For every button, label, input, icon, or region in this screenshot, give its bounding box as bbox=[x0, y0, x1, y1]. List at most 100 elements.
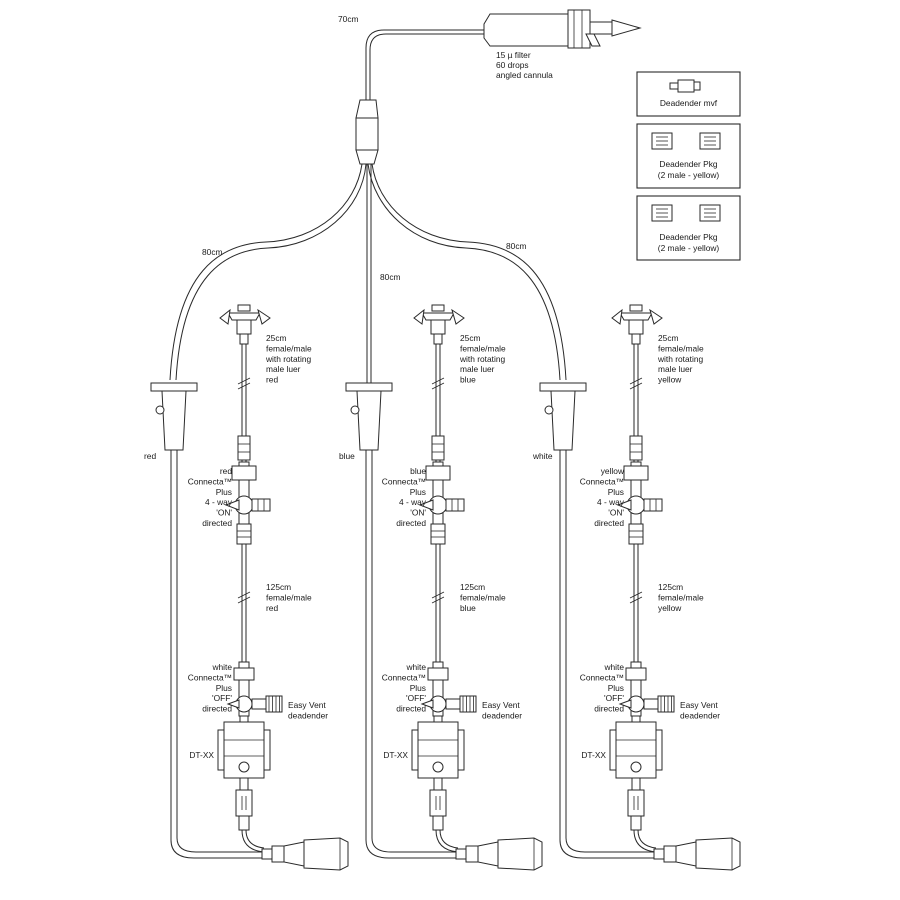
lower-coupling bbox=[235, 789, 253, 817]
lower-tube-label-3: yellow bbox=[658, 603, 682, 613]
valve-label-2: Connecta™ bbox=[188, 672, 232, 682]
stopcock-label-1: red bbox=[220, 466, 232, 476]
flush-tube bbox=[170, 450, 284, 859]
lower-coupling bbox=[429, 789, 447, 817]
stopcock-label-5: 'ON' bbox=[216, 508, 232, 518]
lower-tube-label-3: red bbox=[266, 603, 278, 613]
clamp-roller[interactable] bbox=[350, 405, 360, 415]
stopcock-handle-left[interactable] bbox=[418, 499, 434, 511]
easy-vent-deadender[interactable] bbox=[251, 695, 283, 713]
stopcock-port-right[interactable] bbox=[643, 498, 663, 512]
spike-tip bbox=[611, 19, 642, 37]
easy-vent-deadender[interactable] bbox=[643, 695, 675, 713]
lower-tube bbox=[241, 544, 247, 665]
filter-label-3: angled cannula bbox=[496, 70, 553, 80]
stopcock-label-3: Plus bbox=[608, 487, 624, 497]
transducer-port bbox=[238, 761, 250, 773]
valve-label-3: Plus bbox=[608, 683, 624, 693]
off-valve[interactable] bbox=[420, 661, 449, 717]
pressure-transducer[interactable] bbox=[217, 715, 271, 779]
lower-tube bbox=[435, 544, 441, 665]
stopcock-label-5: 'ON' bbox=[410, 508, 426, 518]
right-branch-length: 80cm bbox=[506, 241, 527, 251]
upper-tube-label-3: with rotating bbox=[265, 354, 311, 364]
stopcock-handle-left[interactable] bbox=[224, 499, 240, 511]
patient-luer-connector[interactable] bbox=[261, 837, 349, 871]
clamp-color-label: red bbox=[144, 451, 156, 461]
roller-clamp[interactable] bbox=[150, 382, 198, 451]
left-branch-length: 80cm bbox=[202, 247, 223, 257]
lower-tube-label-2: female/male bbox=[658, 592, 704, 602]
rotating-luer-cap[interactable] bbox=[611, 304, 663, 345]
stopcock-label-3: Plus bbox=[216, 487, 232, 497]
legend-3-line-1: Deadender Pkg bbox=[659, 232, 718, 242]
off-valve[interactable] bbox=[618, 661, 647, 717]
upper-tube-label-4: male luer bbox=[460, 364, 495, 374]
valve-label-4: 'OFF' bbox=[212, 693, 232, 703]
legend-box-2 bbox=[636, 123, 741, 189]
stopcock-label-1: yellow bbox=[601, 466, 625, 476]
upper-tube-label-3: with rotating bbox=[459, 354, 505, 364]
transducer-port bbox=[630, 761, 642, 773]
legend-box-1 bbox=[636, 71, 741, 117]
rotating-luer-cap[interactable] bbox=[413, 304, 465, 345]
stopcock-handle-left[interactable] bbox=[616, 499, 632, 511]
valve-label-1: white bbox=[603, 662, 624, 672]
valve-label-2: Connecta™ bbox=[580, 672, 624, 682]
clamp-color-label: blue bbox=[339, 451, 355, 461]
stopcock-label-4: 4 - way bbox=[597, 497, 625, 507]
deadender-icon bbox=[677, 79, 695, 93]
valve-label-4: 'OFF' bbox=[406, 693, 426, 703]
upper-tube-label-1: 25cm bbox=[658, 333, 679, 343]
valve-label-3: Plus bbox=[410, 683, 426, 693]
valve-label-4: 'OFF' bbox=[604, 693, 624, 703]
lower-tube-label-1: 125cm bbox=[266, 582, 291, 592]
vent-label-2: deadender bbox=[680, 710, 720, 720]
stopcock-port-right[interactable] bbox=[445, 498, 465, 512]
stopcock-port-right[interactable] bbox=[251, 498, 271, 512]
legend-panel: Deadender mvf Deadender Pkg (2 male - ye… bbox=[636, 71, 741, 261]
stopcock-label-2: Connecta™ bbox=[382, 476, 426, 486]
four-way-stopcock[interactable] bbox=[418, 461, 465, 545]
easy-vent-deadender[interactable] bbox=[445, 695, 477, 713]
patient-luer-connector[interactable] bbox=[455, 837, 543, 871]
upper-tube-label-5: yellow bbox=[658, 375, 682, 385]
left-branch-tube bbox=[169, 163, 363, 381]
filter-housing bbox=[567, 9, 591, 49]
pressure-transducer[interactable] bbox=[411, 715, 465, 779]
center-branch-length: 80cm bbox=[380, 272, 401, 282]
valve-label-1: white bbox=[405, 662, 426, 672]
lower-coupling bbox=[627, 789, 645, 817]
lower-tube-label-2: female/male bbox=[266, 592, 312, 602]
stopcock-label-5: 'ON' bbox=[608, 508, 624, 518]
upper-tube-label-2: female/male bbox=[460, 343, 506, 353]
stopcock-label-3: Plus bbox=[410, 487, 426, 497]
legend-1-line-1: Deadender mvf bbox=[660, 98, 718, 108]
clamp-roller[interactable] bbox=[544, 405, 554, 415]
flush-tube bbox=[559, 450, 676, 859]
valve-label-5: directed bbox=[594, 704, 624, 714]
roller-clamp[interactable] bbox=[345, 382, 393, 451]
patient-luer-connector[interactable] bbox=[653, 837, 741, 871]
roller-clamp[interactable] bbox=[539, 382, 587, 451]
legend-2-line-2: (2 male - yellow) bbox=[658, 170, 720, 180]
valve-label-3: Plus bbox=[216, 683, 232, 693]
off-valve[interactable] bbox=[226, 661, 255, 717]
rotating-luer-cap[interactable] bbox=[219, 304, 271, 345]
vent-label-2: deadender bbox=[482, 710, 522, 720]
lower-tube-label-3: blue bbox=[460, 603, 476, 613]
transducer-label: DT-XX bbox=[581, 750, 606, 760]
clamp-roller[interactable] bbox=[155, 405, 165, 415]
four-way-stopcock[interactable] bbox=[224, 461, 271, 545]
y-connector bbox=[355, 99, 379, 165]
stopcock-label-1: blue bbox=[410, 466, 426, 476]
lower-tube-label-1: 125cm bbox=[460, 582, 485, 592]
four-way-stopcock[interactable] bbox=[616, 461, 663, 545]
pressure-transducer[interactable] bbox=[609, 715, 663, 779]
filter-label-2: 60 drops bbox=[496, 60, 529, 70]
vent-label-1: Easy Vent bbox=[680, 700, 718, 710]
lower-tube-label-2: female/male bbox=[460, 592, 506, 602]
